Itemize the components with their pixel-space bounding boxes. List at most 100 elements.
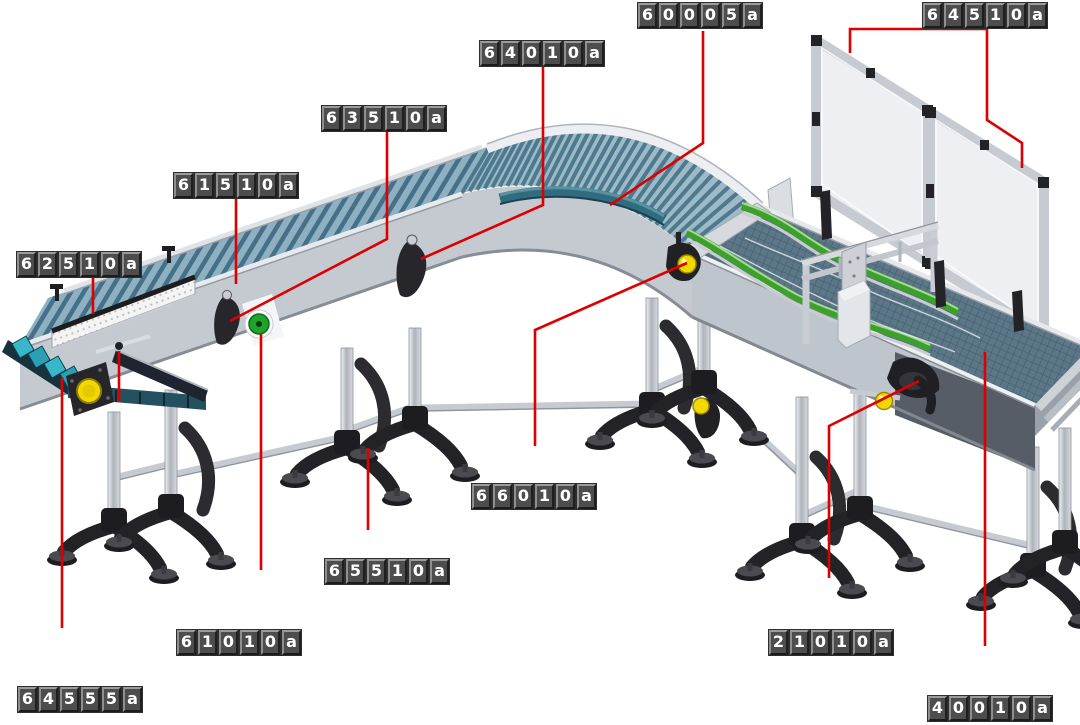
label-char-cell: a bbox=[430, 559, 449, 584]
panel-clamp bbox=[934, 260, 946, 308]
label-char-cell: 1 bbox=[986, 3, 1005, 28]
label-char-cell: a bbox=[1033, 696, 1052, 721]
label-char-cell: 6 bbox=[493, 484, 512, 509]
belt-left-straight bbox=[20, 146, 490, 346]
leader-21010a bbox=[827, 379, 920, 578]
far-rail-right bbox=[756, 202, 1080, 345]
curve-wear-strip bbox=[498, 186, 667, 225]
transfer-clamp-knob bbox=[666, 232, 701, 282]
label-char-cell: 0 bbox=[101, 252, 120, 277]
label-char-cell: 2 bbox=[769, 630, 788, 655]
label-char-cell: 5 bbox=[346, 559, 365, 584]
label-char-cell: a bbox=[585, 41, 604, 66]
support-stand bbox=[348, 327, 480, 482]
label-char-cell: 6 bbox=[174, 173, 193, 198]
leader-64510a bbox=[848, 27, 1024, 168]
label-char-cell: 5 bbox=[60, 687, 79, 712]
support-stands bbox=[47, 279, 1080, 629]
label-char-cell: 6 bbox=[472, 484, 491, 509]
label-char-cell: 6 bbox=[17, 252, 36, 277]
panel-clamp bbox=[820, 190, 832, 240]
label-char-cell: a bbox=[279, 173, 298, 198]
guard-panels bbox=[767, 35, 1049, 339]
belt-end-left bbox=[2, 335, 206, 410]
label-char-cell: 6 bbox=[322, 106, 341, 131]
guard-panel-2 bbox=[925, 107, 1049, 339]
end-guard-bar bbox=[112, 350, 208, 402]
emergency-stop-button bbox=[66, 362, 114, 416]
label-char-cell: a bbox=[1028, 3, 1047, 28]
label-char-cell: 1 bbox=[543, 41, 562, 66]
label-char-cell: 5 bbox=[102, 687, 121, 712]
support-stand bbox=[998, 427, 1080, 588]
label-char-cell: 1 bbox=[195, 173, 214, 198]
leader-63510a bbox=[229, 129, 389, 323]
panel-clamp bbox=[1012, 290, 1024, 332]
label-char-cell: 6 bbox=[638, 3, 657, 28]
belt-curve-slats bbox=[460, 125, 759, 254]
leader-66010a bbox=[533, 261, 688, 446]
guide-clamp-curve bbox=[396, 234, 427, 298]
support-stand bbox=[104, 389, 236, 570]
belt-right-straight bbox=[692, 205, 1080, 405]
label-char-cell: 1 bbox=[388, 559, 407, 584]
label-char-cell: 6 bbox=[923, 3, 942, 28]
label-char-cell: 1 bbox=[790, 630, 809, 655]
label-char-cell: 0 bbox=[409, 559, 428, 584]
label-char-cell: 5 bbox=[59, 252, 78, 277]
label-char-cell: 5 bbox=[364, 106, 383, 131]
label-char-cell: 1 bbox=[385, 106, 404, 131]
gantry-frame bbox=[801, 221, 939, 349]
label-char-cell: 6 bbox=[177, 630, 196, 655]
leader-60005a bbox=[609, 31, 705, 207]
label-char-cell: a bbox=[874, 630, 893, 655]
label-char-cell: 0 bbox=[970, 696, 989, 721]
label-char-cell: 6 bbox=[325, 559, 344, 584]
leader-64010a bbox=[420, 64, 545, 261]
label-char-cell: 0 bbox=[514, 484, 533, 509]
label-char-cell: 0 bbox=[406, 106, 425, 131]
label-char-cell: a bbox=[743, 3, 762, 28]
leader-lines bbox=[60, 27, 1024, 646]
label-char-cell: 0 bbox=[556, 484, 575, 509]
label-char-cell: 4 bbox=[944, 3, 963, 28]
label-char-cell: 5 bbox=[81, 687, 100, 712]
drive-unit bbox=[849, 357, 940, 415]
label-char-cell: 0 bbox=[219, 630, 238, 655]
label-char-cell: 0 bbox=[261, 630, 280, 655]
green-indicator-button bbox=[244, 309, 274, 339]
label-char-cell: 0 bbox=[949, 696, 968, 721]
label-char-cell: a bbox=[427, 106, 446, 131]
label-char-cell: 0 bbox=[1012, 696, 1031, 721]
label-char-cell: 5 bbox=[216, 173, 235, 198]
label-char-cell: a bbox=[577, 484, 596, 509]
support-stand bbox=[637, 279, 769, 446]
label-char-cell: 1 bbox=[80, 252, 99, 277]
label-char-cell: 5 bbox=[722, 3, 741, 28]
label-char-cell: 2 bbox=[38, 252, 57, 277]
label-char-cell: 0 bbox=[1007, 3, 1026, 28]
label-char-cell: 1 bbox=[535, 484, 554, 509]
label-char-cell: 3 bbox=[343, 106, 362, 131]
label-char-cell: 4 bbox=[39, 687, 58, 712]
label-char-cell: 6 bbox=[480, 41, 499, 66]
dotted-guide-rail bbox=[50, 246, 196, 350]
label-char-cell: 1 bbox=[198, 630, 217, 655]
label-char-cell: 5 bbox=[367, 559, 386, 584]
label-char-cell: 0 bbox=[258, 173, 277, 198]
label-char-cell: 0 bbox=[853, 630, 872, 655]
